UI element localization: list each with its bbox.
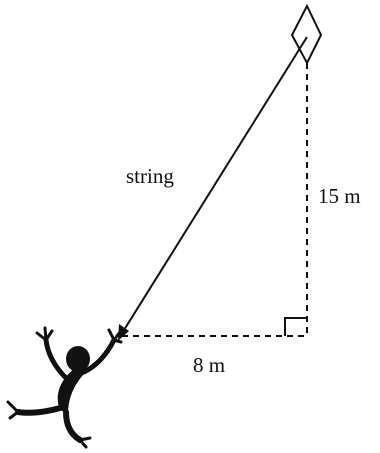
right-angle-marker [284,317,307,336]
height-label: 15 m [318,184,361,208]
kite-string [123,36,308,331]
stick-figure-icon [6,326,123,449]
string-arrowhead [118,324,129,341]
string-label: string [126,164,174,188]
base-label: 8 m [193,353,225,377]
